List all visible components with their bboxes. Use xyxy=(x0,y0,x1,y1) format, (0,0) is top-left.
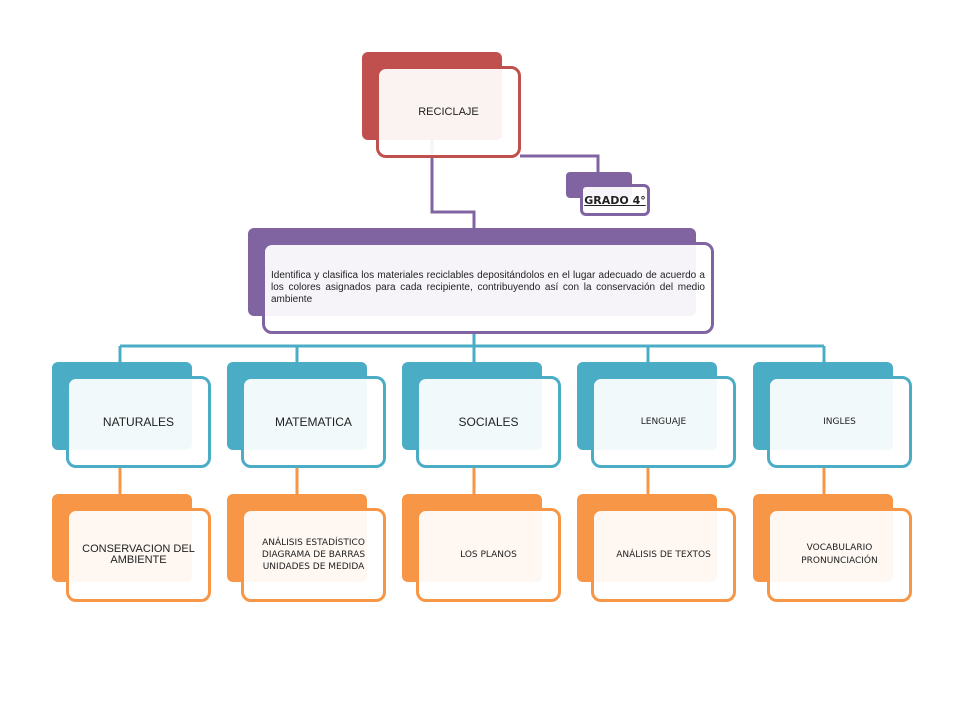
objective-text: Identifica y clasifica los materiales re… xyxy=(271,270,705,305)
root-label: RECICLAJE xyxy=(418,106,479,118)
connector-subject-topic xyxy=(118,466,826,494)
topic-label: CONSERVACION DEL AMBIENTE xyxy=(82,543,195,566)
root-node: RECICLAJE xyxy=(362,52,522,158)
subject-node-3: SOCIALES xyxy=(402,362,562,468)
subject-node-1: NATURALES xyxy=(52,362,212,468)
topic-node-4: ANÁLISIS DE TEXTOS xyxy=(577,494,737,602)
subject-node-2: MATEMATICA xyxy=(227,362,387,468)
subject-label: INGLES xyxy=(823,417,856,427)
grade-node: GRADO 4° xyxy=(566,172,652,216)
topic-label: ANÁLISIS DE TEXTOS xyxy=(616,550,711,560)
connector-root-grade xyxy=(520,154,600,172)
topic-node-2: ANÁLISIS ESTADÍSTICO DIAGRAMA DE BARRAS … xyxy=(227,494,387,602)
subject-node-5: INGLES xyxy=(753,362,913,468)
subject-label: NATURALES xyxy=(102,415,175,429)
subject-node-4: LENGUAJE xyxy=(577,362,737,468)
connector-root-objective xyxy=(430,140,476,232)
topic-label: LOS PLANOS xyxy=(460,550,517,560)
topic-label: ANÁLISIS ESTADÍSTICO DIAGRAMA DE BARRAS … xyxy=(261,538,366,572)
connector-objective-subjects xyxy=(118,332,826,364)
objective-node: Identifica y clasifica los materiales re… xyxy=(248,228,716,334)
subject-label: SOCIALES xyxy=(458,415,519,429)
topic-node-5: VOCABULARIO PRONUNCIACIÓN xyxy=(753,494,913,602)
grade-label: GRADO 4° xyxy=(584,193,646,207)
topic-node-3: LOS PLANOS xyxy=(402,494,562,602)
subject-label: MATEMATICA xyxy=(275,415,352,429)
subject-label: LENGUAJE xyxy=(640,417,687,427)
topic-label: VOCABULARIO PRONUNCIACIÓN xyxy=(801,543,878,566)
topic-node-1: CONSERVACION DEL AMBIENTE xyxy=(52,494,212,602)
